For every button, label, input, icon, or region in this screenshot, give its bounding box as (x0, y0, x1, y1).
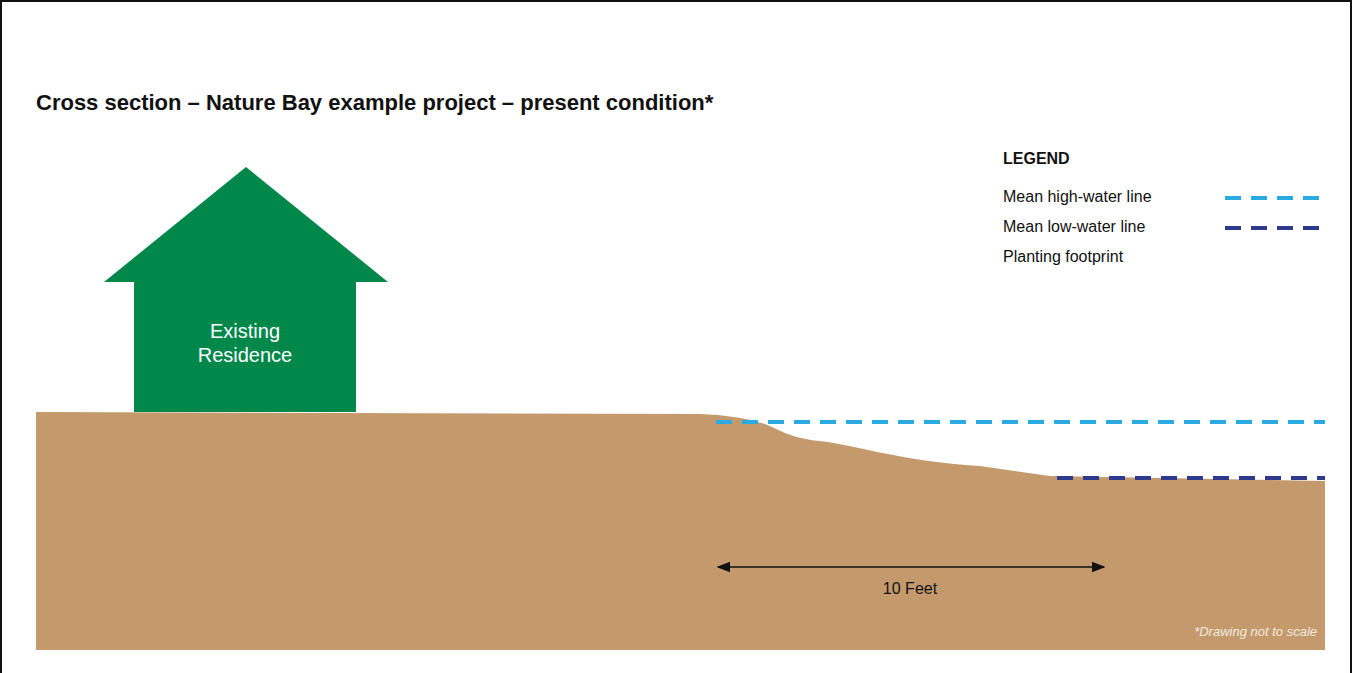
dimension-label: 10 Feet (883, 580, 937, 598)
legend-heading: LEGEND (1003, 150, 1070, 168)
house-fill (104, 167, 388, 412)
dimension-arrow (718, 566, 1104, 568)
legend-entry: Planting footprint (1003, 248, 1123, 266)
house-outline (104, 167, 388, 412)
house-shape: Existing Residence (104, 167, 388, 412)
scale-note: *Drawing not to scale (1194, 624, 1317, 639)
legend-sample-low (1225, 226, 1325, 230)
mean-high-water-line (716, 420, 1325, 424)
legend-entry: Mean high-water line (1003, 188, 1152, 206)
ground (36, 412, 1325, 650)
house-label: Existing Residence (180, 319, 310, 367)
legend-entry: Mean low-water line (1003, 218, 1145, 236)
legend-sample-high (1225, 196, 1325, 200)
mean-low-water-line (1057, 476, 1325, 480)
diagram-title: Cross section – Nature Bay example proje… (36, 90, 713, 116)
